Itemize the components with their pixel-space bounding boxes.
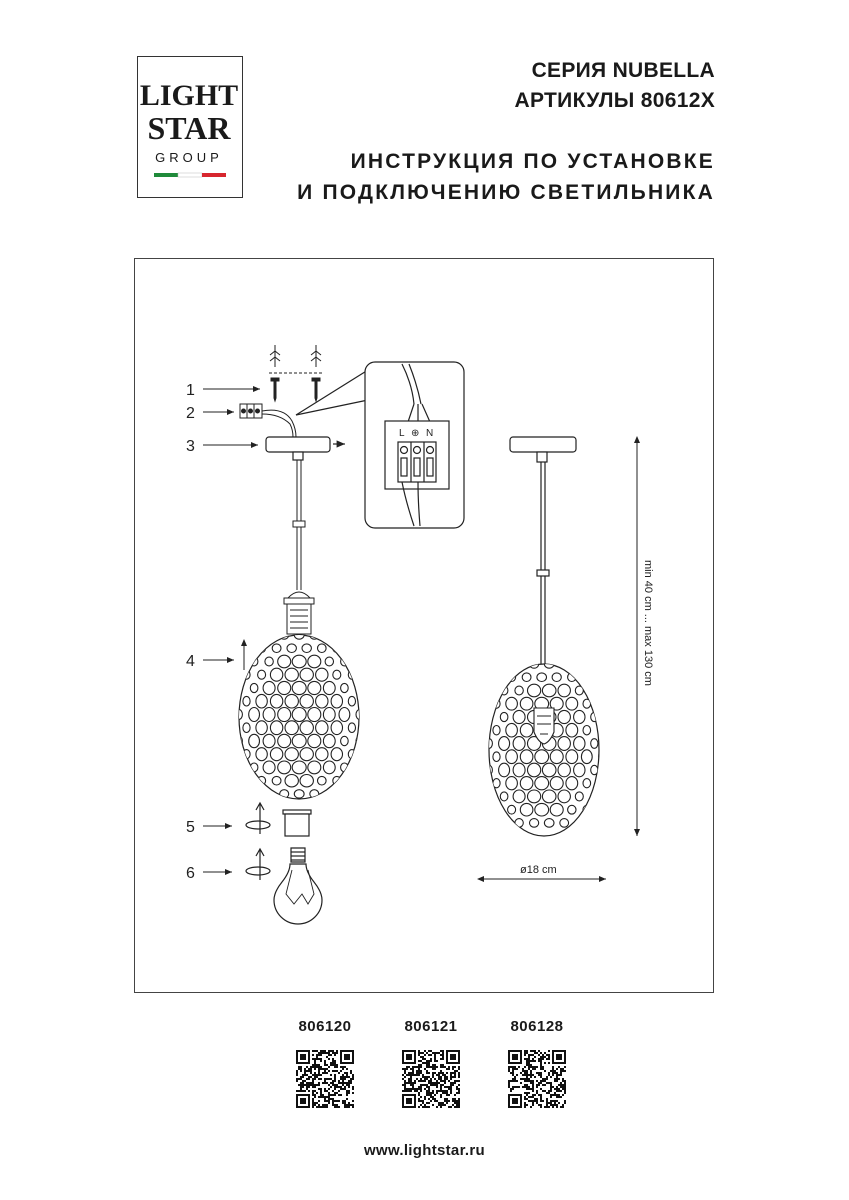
qr-code-icon[interactable] (296, 1050, 354, 1108)
step-label-2: 2 (186, 405, 195, 422)
terminal-labels: L ⊕ N (399, 428, 433, 439)
logo-text-group: GROUP (155, 150, 223, 165)
step-label-3: 3 (186, 438, 195, 455)
website-link[interactable]: www.lightstar.ru (364, 1142, 485, 1159)
terminal-label-earth: ⊕ (411, 428, 419, 439)
italian-flag-stripe (154, 172, 226, 178)
series-title: СЕРИЯ NUBELLA (531, 59, 715, 82)
light-bulb-icon (245, 847, 323, 925)
qr-code-icon[interactable] (402, 1050, 460, 1108)
article-code: 806120 (298, 1018, 352, 1035)
installation-diagram-frame (134, 258, 714, 993)
inner-bulb-icon (533, 707, 555, 745)
wiring-zoom-callout (295, 361, 465, 529)
article-item: 806121 (392, 1018, 470, 1108)
step-label-6: 6 (186, 865, 195, 882)
step-pointers (203, 386, 260, 875)
step-label-5: 5 (186, 819, 195, 836)
terminal-label-n: N (426, 428, 433, 439)
logo-mark: LIGHT STAR GROUP (140, 79, 238, 178)
ceiling-canopy-icon (265, 436, 345, 461)
document-header: СЕРИЯ NUBELLA АРТИКУЛЫ 80612X ИНСТРУКЦИЯ… (297, 56, 715, 208)
instruction-title-line1: ИНСТРУКЦИЯ ПО УСТАНОВКЕ (350, 150, 715, 173)
article-item: 806128 (498, 1018, 576, 1108)
logo-text-star: STAR (148, 110, 232, 146)
height-dimension-label: min 40 cm ... max 130 cm (642, 560, 654, 686)
article-title: АРТИКУЛЫ 80612X (514, 89, 715, 112)
qr-code-icon[interactable] (508, 1050, 566, 1108)
article-code: 806128 (510, 1018, 564, 1035)
step-label-group: 1 2 3 4 5 6 (186, 382, 195, 882)
terminal-label-l: L (399, 428, 405, 439)
assembled-lamp (509, 436, 577, 679)
article-item: 806120 (286, 1018, 364, 1108)
step-label-4: 4 (186, 653, 195, 670)
suspension-cable-left (283, 460, 315, 635)
instruction-title-line2: И ПОДКЛЮЧЕНИЮ СВЕТИЛЬНИКА (297, 181, 715, 204)
step-label-1: 1 (186, 382, 195, 399)
logo-text-light: LIGHT (140, 79, 238, 112)
article-codes: 806120 806121 806128 (286, 1018, 576, 1108)
brand-logo: LIGHT STAR GROUP (137, 56, 243, 198)
socket-ring-icon (245, 801, 312, 837)
article-code: 806121 (404, 1018, 458, 1035)
anchor-screws-icon (269, 345, 322, 403)
width-dimension-label: ø18 cm (520, 864, 557, 876)
terminal-block-icon (239, 403, 297, 438)
